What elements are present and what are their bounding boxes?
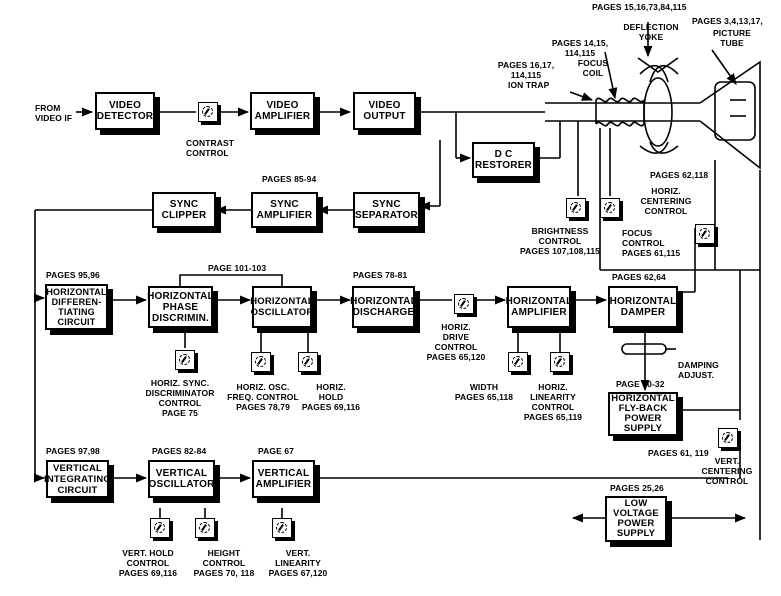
pages-85-94-label: PAGES 85-94 — [262, 174, 317, 184]
pages-62-118-label: PAGES 62,118 — [650, 170, 709, 180]
picture-tube-label: PICTURE TUBE — [712, 28, 751, 48]
height-control-label: HEIGHT CONTROL PAGES 70, 118 — [193, 548, 255, 578]
damping-adjust-label: DAMPING ADJUST. — [678, 360, 719, 380]
vert-centering-label: VERT. CENTERING CONTROL — [701, 456, 753, 486]
vertical-amplifier-block: VERTICAL AMPLIFIER — [252, 460, 315, 498]
horizontal-flyback-block: HORIZONTAL FLY-BACK POWER SUPPLY — [608, 392, 678, 436]
vertical-oscillator-block: VERTICAL OSCILLATOR — [148, 460, 215, 498]
pages-15-115-label: PAGES 15,16,73,84,115 — [592, 2, 687, 12]
horizontal-phase-block: HORIZONTAL PHASE DISCRIMIN. — [147, 286, 214, 328]
pages-95-96-label: PAGES 95,96 — [46, 270, 100, 280]
focus-control-label: FOCUS CONTROL PAGES 61,115 — [622, 228, 681, 258]
vert-linearity-label: VERT. LINEARITY PAGES 67,120 — [268, 548, 328, 578]
vert-centering-knob — [718, 428, 738, 448]
focus-coil-label: FOCUS COIL — [577, 58, 609, 78]
page-67-label: PAGE 67 — [258, 446, 294, 456]
vertical-integrating-block: VERTICAL INTEGRATING CIRCUIT — [44, 460, 111, 498]
pages-82-84-label: PAGES 82-84 — [152, 446, 207, 456]
low-voltage-supply-block: LOW VOLTAGE POWER SUPPLY — [605, 496, 667, 542]
sync-amplifier-block: SYNC AMPLIFIER — [251, 192, 318, 228]
width-label: WIDTH PAGES 65,118 — [454, 382, 514, 402]
pages-62-64-label: PAGES 62,64 — [612, 272, 666, 282]
horizontal-discharge-block: HORIZONTAL DISCHARGE — [350, 286, 417, 328]
horizontal-amplifier-block: HORIZONTAL AMPLIFIER — [506, 286, 572, 328]
brightness-control-label: BRIGHTNESS CONTROL PAGES 107,108,115 — [520, 226, 600, 256]
horizontal-oscillator-block: HORIZONTAL OSCILLATOR — [250, 286, 314, 328]
contrast-control-label: CONTRAST CONTROL — [186, 138, 235, 158]
horizontal-differentiating-block: HORIZONTAL DIFFEREN- TIATING CIRCUIT — [45, 284, 108, 330]
pages-97-98-label: PAGES 97,98 — [46, 446, 100, 456]
horiz-centering-label: HORIZ. CENTERING CONTROL — [640, 186, 692, 216]
horiz-hold-knob — [298, 352, 318, 372]
deflection-yoke-label: DEFLECTION YOKE — [623, 22, 679, 42]
page-101-103-label: PAGE 101-103 — [208, 263, 267, 273]
video-detector-block: VIDEO DETECTOR — [95, 92, 155, 130]
vert-linearity-knob — [272, 518, 292, 538]
sync-separator-block: SYNC SEPARATOR — [353, 192, 420, 228]
width-knob — [508, 352, 528, 372]
vert-hold-knob — [150, 518, 170, 538]
focus-control-knob — [600, 198, 620, 218]
horiz-osc-freq-knob — [251, 352, 271, 372]
horiz-hold-label: HORIZ. HOLD PAGES 69,116 — [301, 382, 361, 412]
horiz-sync-knob — [175, 350, 195, 370]
horiz-linearity-label: HORIZ. LINEARITY CONTROL PAGES 65,119 — [523, 382, 583, 422]
brightness-control-knob — [566, 198, 586, 218]
horiz-centering-knob — [695, 224, 715, 244]
pages-25-26-label: PAGES 25,26 — [610, 483, 664, 493]
horiz-drive-knob — [454, 294, 474, 314]
pages-3-17-label: PAGES 3,4,13,17, — [692, 16, 763, 26]
ion-trap-label: ION TRAP — [508, 80, 550, 90]
pages-78-81-label: PAGES 78-81 — [353, 270, 408, 280]
contrast-control-knob — [198, 102, 218, 122]
video-amplifier-block: VIDEO AMPLIFIER — [250, 92, 315, 130]
horizontal-damper-block: HORIZONTAL DAMPER — [608, 286, 678, 328]
horiz-linearity-knob — [550, 352, 570, 372]
from-video-if-label: FROM VIDEO IF — [35, 103, 73, 123]
video-output-block: VIDEO OUTPUT — [353, 92, 416, 130]
sync-clipper-block: SYNC CLIPPER — [152, 192, 216, 228]
page-30-32-label: PAGE 30-32 — [616, 379, 665, 389]
height-control-knob — [195, 518, 215, 538]
dc-restorer-block: D C RESTORER — [472, 142, 535, 178]
pages-61-119-label: PAGES 61, 119 — [648, 448, 709, 458]
horiz-drive-label: HORIZ. DRIVE CONTROL PAGES 65,120 — [426, 322, 486, 362]
pages-14-115-label: PAGES 14,15, 114,115 — [551, 38, 609, 58]
pages-16-115-label: PAGES 16,17, 114,115 — [497, 60, 555, 80]
horiz-sync-discriminator-label: HORIZ. SYNC. DISCRIMINATOR CONTROL PAGE … — [145, 378, 215, 418]
horiz-osc-freq-label: HORIZ. OSC. FREQ. CONTROL PAGES 78,79 — [227, 382, 299, 412]
vert-hold-label: VERT. HOLD CONTROL PAGES 69,116 — [118, 548, 178, 578]
